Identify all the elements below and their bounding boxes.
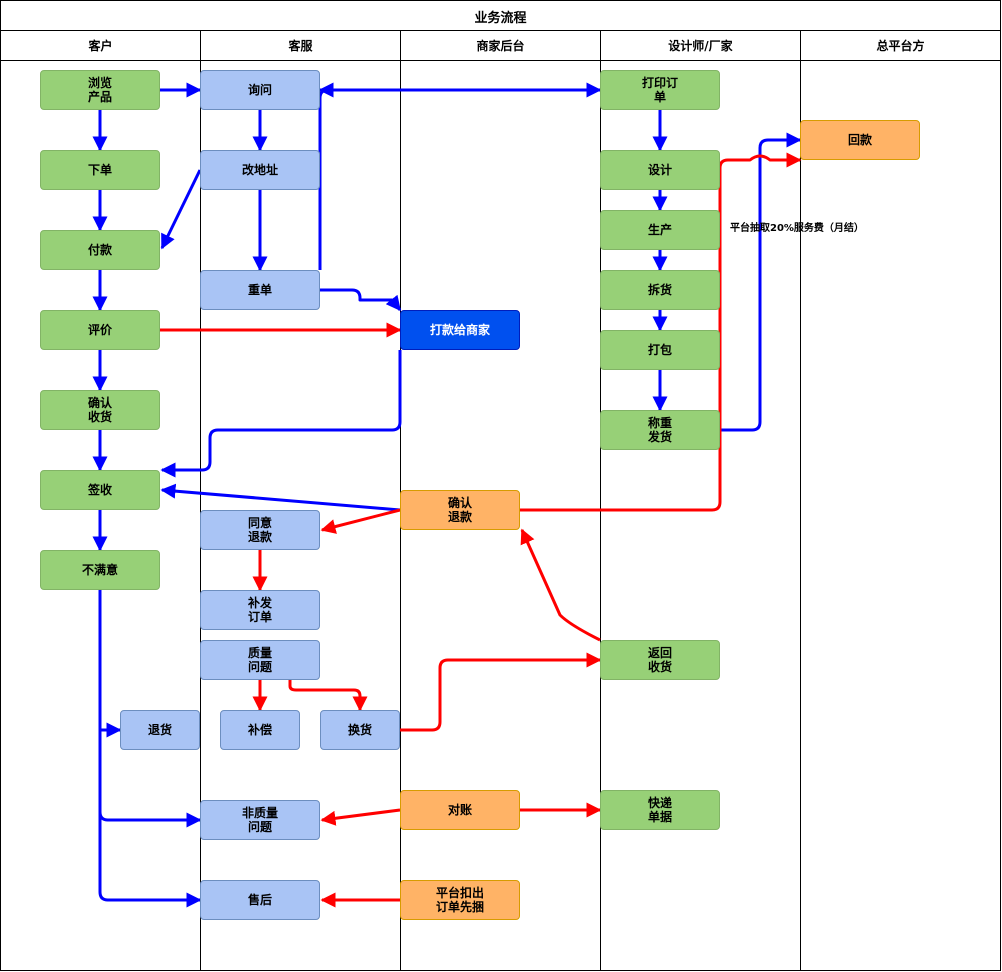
node-exchange[interactable]: 换货 (320, 710, 400, 750)
node-confirm-receipt[interactable]: 确认 收货 (40, 390, 160, 430)
node-review[interactable]: 评价 (40, 310, 160, 350)
node-express-docs[interactable]: 快递 单据 (600, 790, 720, 830)
node-reissue-order[interactable]: 补发 订单 (200, 590, 320, 630)
arrow-paymerchant-sign (160, 350, 402, 478)
arrow-unsatisfied-aftersales (98, 810, 202, 908)
arrow-refund-sign (160, 483, 401, 512)
node-unpack[interactable]: 拆货 (600, 270, 720, 310)
node-change-address[interactable]: 改地址 (200, 150, 320, 190)
service-fee-note: 平台抽取20%服务费（月结） (730, 223, 864, 234)
node-pay-merchant[interactable]: 打款给商家 (400, 310, 520, 350)
node-sign-for[interactable]: 签收 (40, 470, 160, 510)
lane-header-designer: 设计师/厂家 (668, 39, 733, 53)
arrow-reconcile-nonquality (320, 808, 401, 826)
arrow-quality-exchange (288, 680, 368, 712)
node-non-quality-issue[interactable]: 非质量 问题 (200, 800, 320, 840)
node-return-receive[interactable]: 返回 收货 (600, 640, 720, 680)
lane-header-service: 客服 (288, 39, 313, 53)
red-arrows (160, 152, 802, 908)
arrow-refund-payback (520, 152, 802, 512)
arrow-reorder-paymerchant (320, 288, 402, 312)
arrow-refund-agree (320, 508, 401, 534)
node-platform-deduct[interactable]: 平台扣出 订单先捆 (400, 880, 520, 920)
arrow-returnreceive-refund (520, 528, 601, 642)
node-pack[interactable]: 打包 (600, 330, 720, 370)
node-reorder[interactable]: 重单 (200, 270, 320, 310)
node-produce[interactable]: 生产 (600, 210, 720, 250)
node-inquiry[interactable]: 询问 (200, 70, 320, 110)
node-unsatisfied[interactable]: 不满意 (40, 550, 160, 590)
node-compensate[interactable]: 补偿 (220, 710, 300, 750)
node-design[interactable]: 设计 (600, 150, 720, 190)
arrow-reorder-print (318, 82, 602, 270)
node-payment-back[interactable]: 回款 (800, 120, 920, 160)
node-after-sales[interactable]: 售后 (200, 880, 320, 920)
node-return-goods[interactable]: 退货 (120, 710, 200, 750)
lane-header-customer: 客户 (88, 39, 113, 53)
node-confirm-refund[interactable]: 确认 退款 (400, 490, 520, 530)
node-quality-issue[interactable]: 质量 问题 (200, 640, 320, 680)
node-browse-products[interactable]: 浏览 产品 (40, 70, 160, 110)
arrow-change-pay (160, 169, 202, 250)
node-pay[interactable]: 付款 (40, 230, 160, 270)
arrow-unsatisfied-return (98, 590, 122, 738)
blue-arrows (92, 82, 802, 908)
arrow-exchange-returnreceive (400, 652, 602, 732)
node-place-order[interactable]: 下单 (40, 150, 160, 190)
lane-header-merchant: 商家后台 (476, 39, 525, 53)
node-agree-refund[interactable]: 同意 退款 (200, 510, 320, 550)
arrow-weigh-payback (720, 132, 802, 432)
node-weigh-ship[interactable]: 称重 发货 (600, 410, 720, 450)
node-print-order[interactable]: 打印订 单 (600, 70, 720, 110)
lane-header-platform: 总平台方 (876, 39, 925, 53)
node-reconcile[interactable]: 对账 (400, 790, 520, 830)
diagram-title: 业务流程 (474, 10, 527, 26)
